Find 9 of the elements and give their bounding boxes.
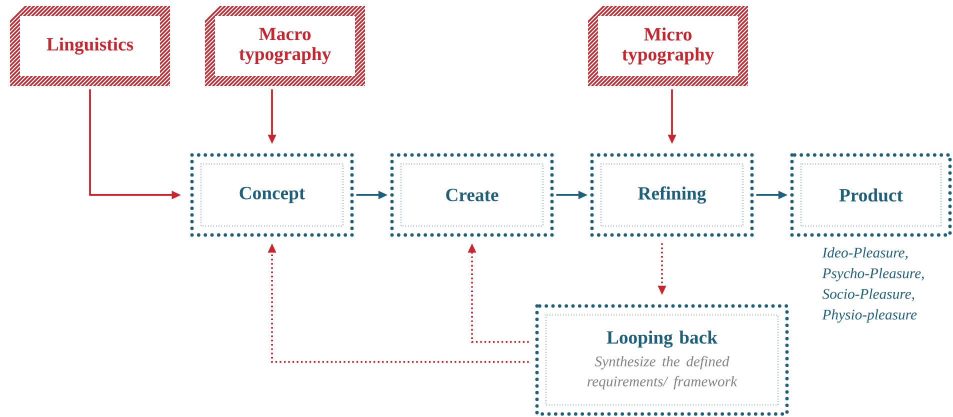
source-box: Macro typography xyxy=(205,6,365,86)
process-box: Looping back Synthesize the defined requirements/ framework xyxy=(535,304,789,416)
process-box: Create xyxy=(390,153,554,237)
source-box: Linguistics xyxy=(10,6,170,86)
source-box: Micro typography xyxy=(588,6,748,86)
side-note: Ideo-Pleasure, Psycho-Pleasure, Socio-Pleasure, Physio-pleasure xyxy=(822,247,924,323)
process-box: Product xyxy=(790,153,952,237)
process-box: Refining xyxy=(590,153,754,237)
process-box: Concept xyxy=(190,153,354,237)
